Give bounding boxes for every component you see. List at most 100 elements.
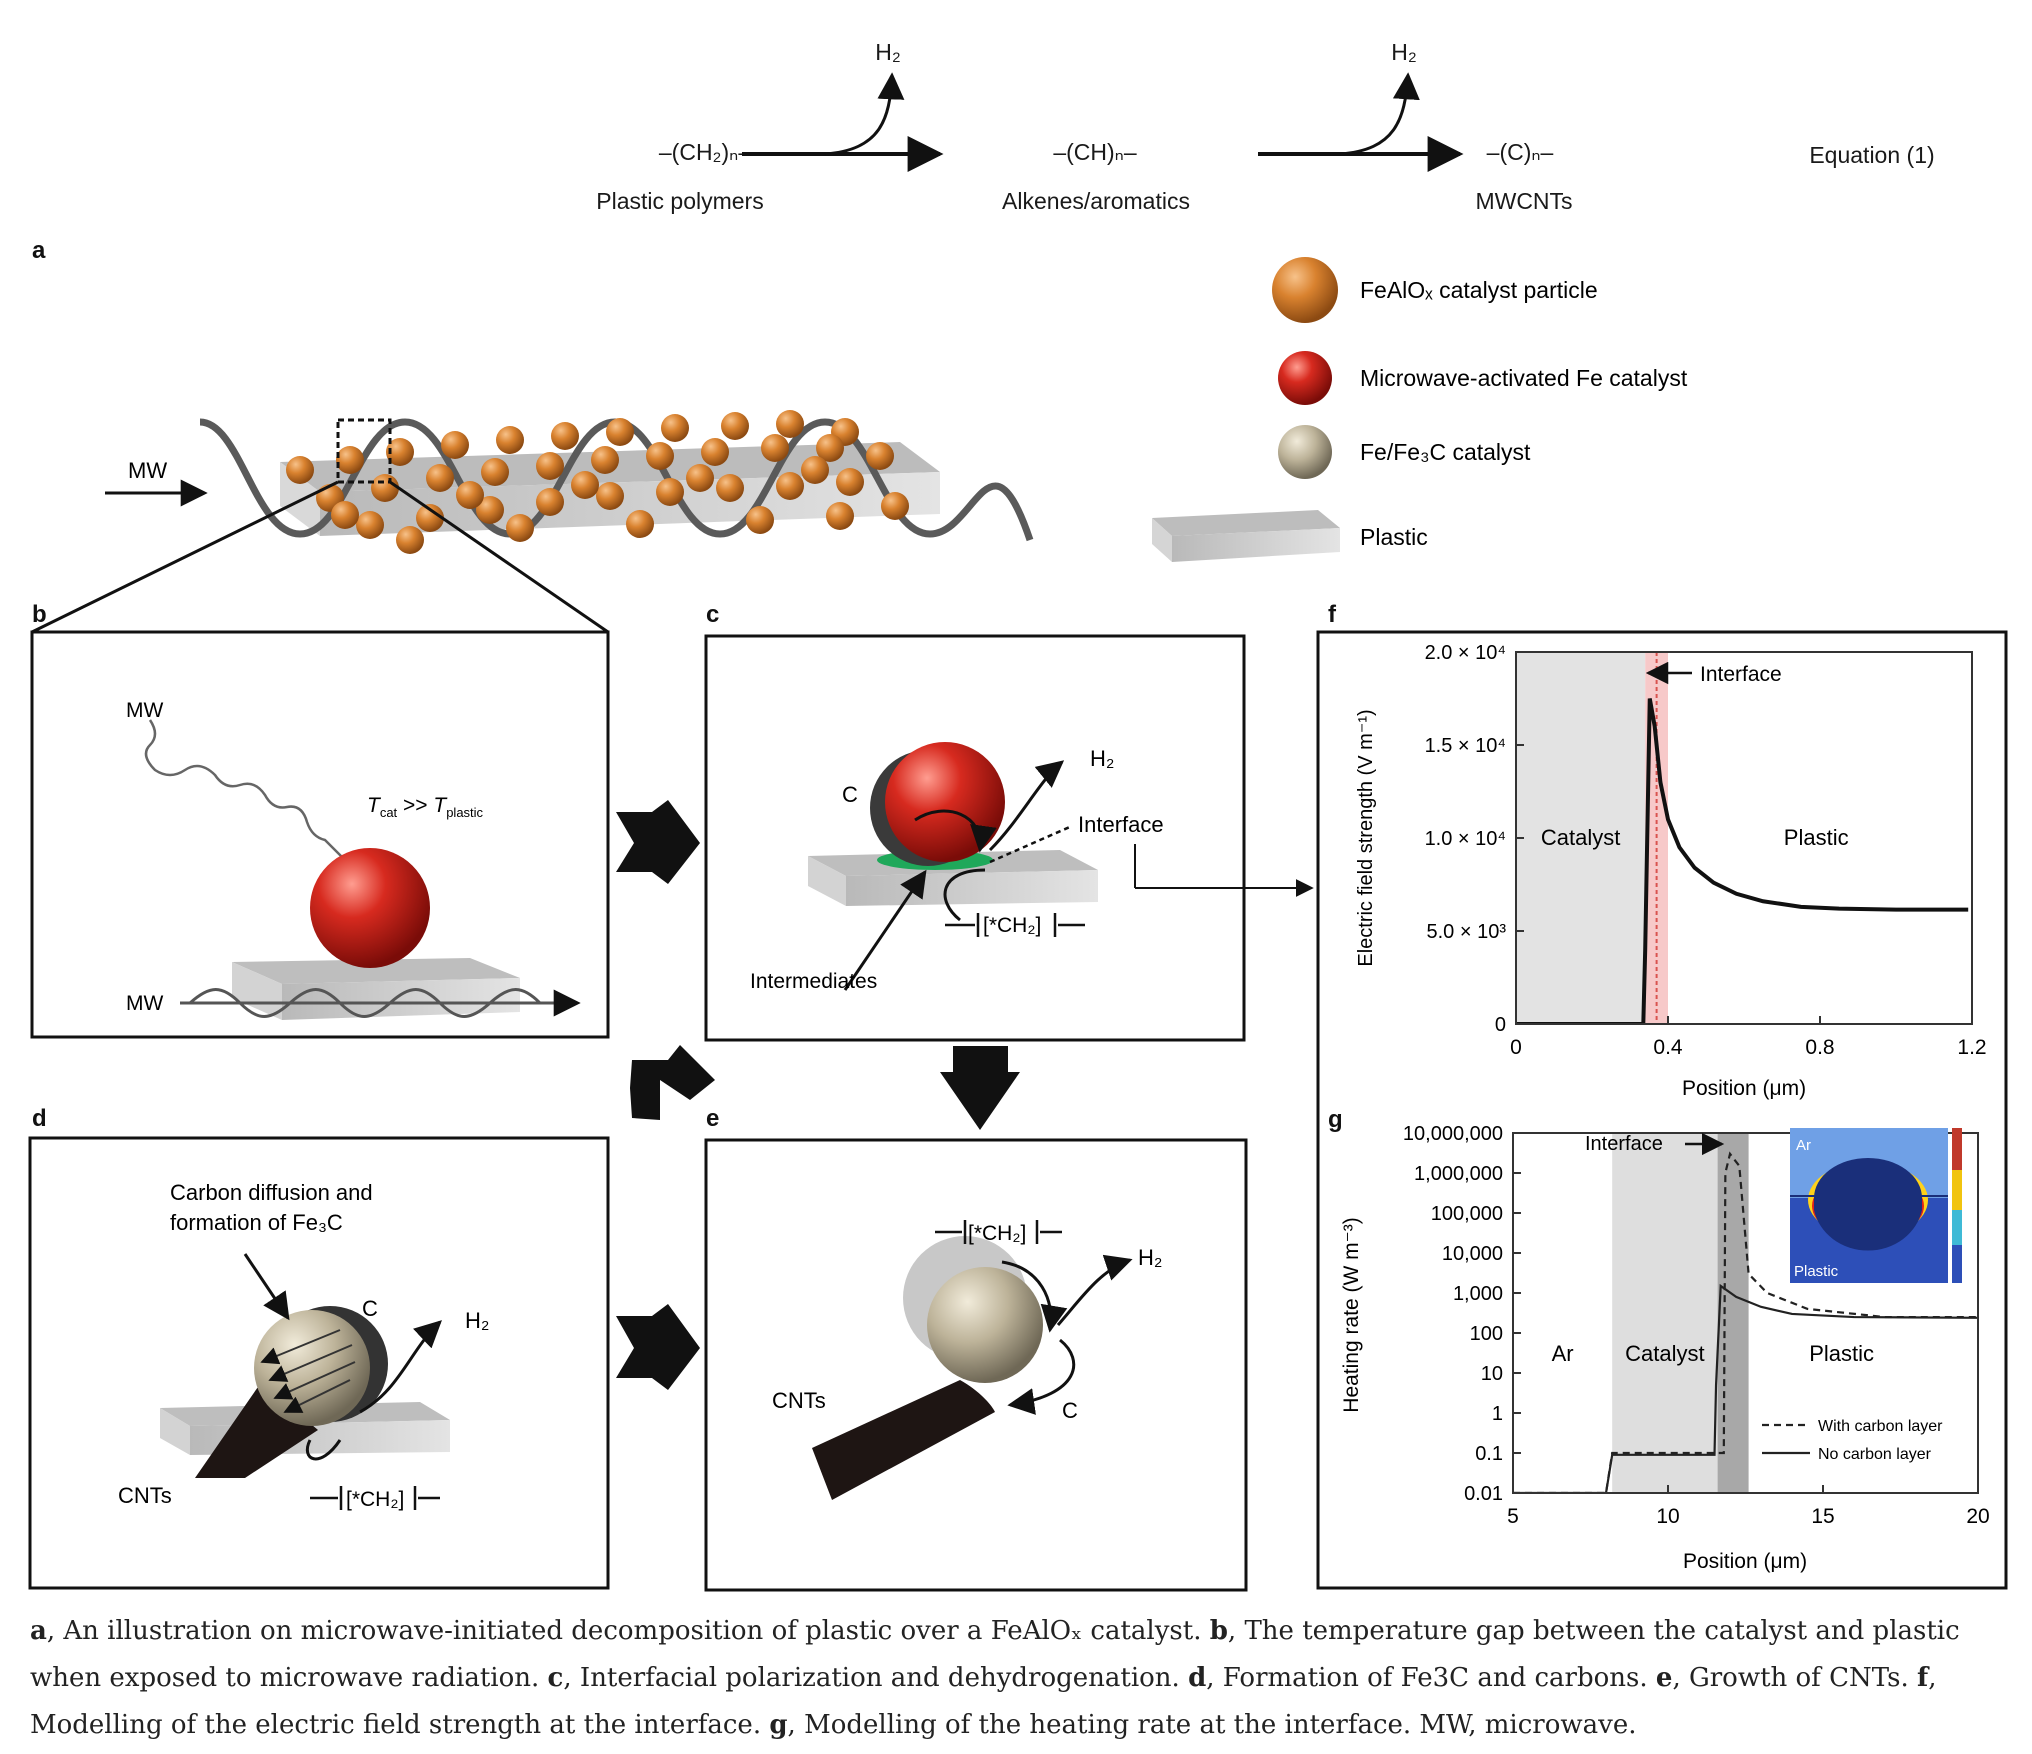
feal-particle xyxy=(481,458,509,486)
panel-d-frame xyxy=(28,1136,610,1590)
reaction-arrow-1 xyxy=(742,72,944,172)
feal-particle xyxy=(286,456,314,484)
chart-g-plot-area xyxy=(1512,1132,1979,1494)
feal-particle xyxy=(866,442,894,470)
chart-f-ytick-label: 1.0 × 10⁴ xyxy=(1425,828,1506,850)
chart-g-inset: Ar Plastic xyxy=(1790,1128,1962,1283)
panel-a-illustration: MW xyxy=(31,410,1034,634)
carbon-label-e: C xyxy=(1062,1398,1078,1423)
chart-f-region-labels: Catalyst Plastic xyxy=(1541,825,1849,850)
feal-particle xyxy=(356,511,384,539)
panel-fg-frame xyxy=(1316,630,2008,1590)
flow-arrows xyxy=(616,800,1020,1390)
chart-g-ytick-label: 10 xyxy=(1481,1363,1503,1385)
feal-particle xyxy=(536,488,564,516)
caption-g-text: , Modelling of the heating rate at the i… xyxy=(787,1710,1637,1740)
chart-f-xlabel: Position (μm) xyxy=(1682,1077,1806,1100)
feal-particle xyxy=(606,418,634,446)
name-plastic-polymers: Plastic polymers xyxy=(596,188,763,214)
chart-g-region-label: Ar xyxy=(1552,1341,1574,1366)
chart-g-ytick-label: 1 xyxy=(1492,1403,1503,1425)
svg-text:Tcat >> Tplastic: Tcat >> Tplastic xyxy=(367,794,484,820)
caption-c-label: c xyxy=(547,1663,564,1693)
panel-label-d: d xyxy=(32,1105,47,1132)
feal-particle xyxy=(826,502,854,530)
chart-f-lines xyxy=(1516,698,1969,1024)
feal-particle xyxy=(571,471,599,499)
feal-particle xyxy=(701,438,729,466)
chart-g-regions xyxy=(1612,1133,1749,1493)
chart-f-interface-annotation: Interface xyxy=(1645,661,1782,686)
feal-particle xyxy=(656,478,684,506)
feal-particle xyxy=(661,414,689,442)
legend-label-0: FeAlOₓ catalyst particle xyxy=(1360,277,1598,303)
feal-particle xyxy=(336,446,364,474)
feal-particle xyxy=(776,472,804,500)
fe3c-sphere-d xyxy=(254,1310,370,1426)
equation-label: Equation (1) xyxy=(1809,142,1934,168)
caption-a-text: , An illustration on microwave-initiated… xyxy=(46,1616,1210,1646)
chart-f-xtick-label: 0.4 xyxy=(1653,1036,1683,1059)
chart-f-xtick-label: 1.2 xyxy=(1957,1036,1986,1059)
svg-text:[*CH₂]: [*CH₂] xyxy=(983,914,1041,937)
formula-plastic: –(CH₂)ₙ– xyxy=(659,139,751,165)
caption-d-label: d xyxy=(1188,1663,1207,1693)
diffusion-label-2: formation of Fe₃C xyxy=(170,1210,343,1235)
diffusion-label-1: Carbon diffusion and xyxy=(170,1180,373,1205)
panel-b-illustration: MW MW Tcat >> Tplastic xyxy=(126,699,581,1020)
inset-ar-label: Ar xyxy=(1796,1137,1811,1154)
chart-f-region-label: Catalyst xyxy=(1541,825,1620,850)
chart-g-ytick-label: 100,000 xyxy=(1431,1203,1503,1225)
panel-d-illustration: Carbon diffusion and formation of Fe₃C C… xyxy=(118,1180,489,1511)
chart-g-legend-label: With carbon layer xyxy=(1818,1418,1943,1435)
formula-alkenes: –(CH)ₙ– xyxy=(1053,139,1136,165)
feal-particle xyxy=(761,434,789,462)
legend-plastic-icon xyxy=(1152,510,1340,562)
chart-f-ytick-label: 0 xyxy=(1495,1014,1506,1036)
reaction-equation: –(CH₂)ₙ– –(CH)ₙ– –(C)ₙ– Plastic polymers… xyxy=(596,39,1934,214)
svg-text:[*CH₂]: [*CH₂] xyxy=(346,1488,404,1511)
mw-wave-bottom xyxy=(188,988,542,1018)
panel-c-frame xyxy=(704,634,1246,1042)
chart-f-xtick-label: 0 xyxy=(1510,1036,1522,1059)
chart-f-ylabel: Electric field strength (V m⁻¹) xyxy=(1355,709,1377,966)
figure-caption: a, An illustration on microwave-initiate… xyxy=(30,1608,1990,1749)
caption-d-text: , Formation of Fe3C and carbons. xyxy=(1206,1663,1656,1693)
feal-particle xyxy=(596,482,624,510)
chart-f-region-label: Plastic xyxy=(1784,825,1849,850)
feal-particle xyxy=(456,481,484,509)
chart-g-xtick-label: 5 xyxy=(1507,1505,1519,1528)
feal-particle xyxy=(836,468,864,496)
caption-f-text: , Modelling of the electric field streng… xyxy=(30,1663,1937,1740)
chart-f-xtick-label: 0.8 xyxy=(1805,1036,1834,1059)
panel-label-b: b xyxy=(32,601,47,628)
arrow-b-to-c xyxy=(616,800,700,884)
feal-particle xyxy=(591,446,619,474)
panel-label-g: g xyxy=(1328,1106,1343,1133)
chart-g-region-0 xyxy=(1612,1133,1718,1493)
mw-label-b-top: MW xyxy=(126,699,163,722)
panel-e-illustration: [*CH₂] H₂ C CNTs xyxy=(772,1220,1162,1500)
reaction-arrow-2 xyxy=(1258,72,1464,172)
feal-particle xyxy=(476,496,504,524)
chart-g-interface-annotation: Interface xyxy=(1585,1132,1725,1156)
feal-particle xyxy=(496,426,524,454)
zoom-box xyxy=(336,418,392,484)
formula-mwcnts: –(C)ₙ– xyxy=(1487,139,1554,165)
svg-text:Interface: Interface xyxy=(1585,1133,1663,1155)
chart-g-ylabel: Heating rate (W m⁻³) xyxy=(1340,1217,1363,1412)
fe3c-sphere-e xyxy=(927,1267,1043,1383)
chart-g-xlabel: Position (μm) xyxy=(1683,1550,1807,1573)
feal-particle xyxy=(646,442,674,470)
panel-label-e: e xyxy=(706,1105,719,1132)
chart-g-ytick-label: 0.1 xyxy=(1475,1443,1503,1465)
chart-g-lines xyxy=(1513,1151,1978,1493)
chart-g-ytick-label: 10,000,000 xyxy=(1403,1123,1503,1145)
chart-f-series-line-0 xyxy=(1516,698,1969,1024)
feal-particle xyxy=(686,464,714,492)
carbon-label-d: C xyxy=(362,1296,378,1321)
